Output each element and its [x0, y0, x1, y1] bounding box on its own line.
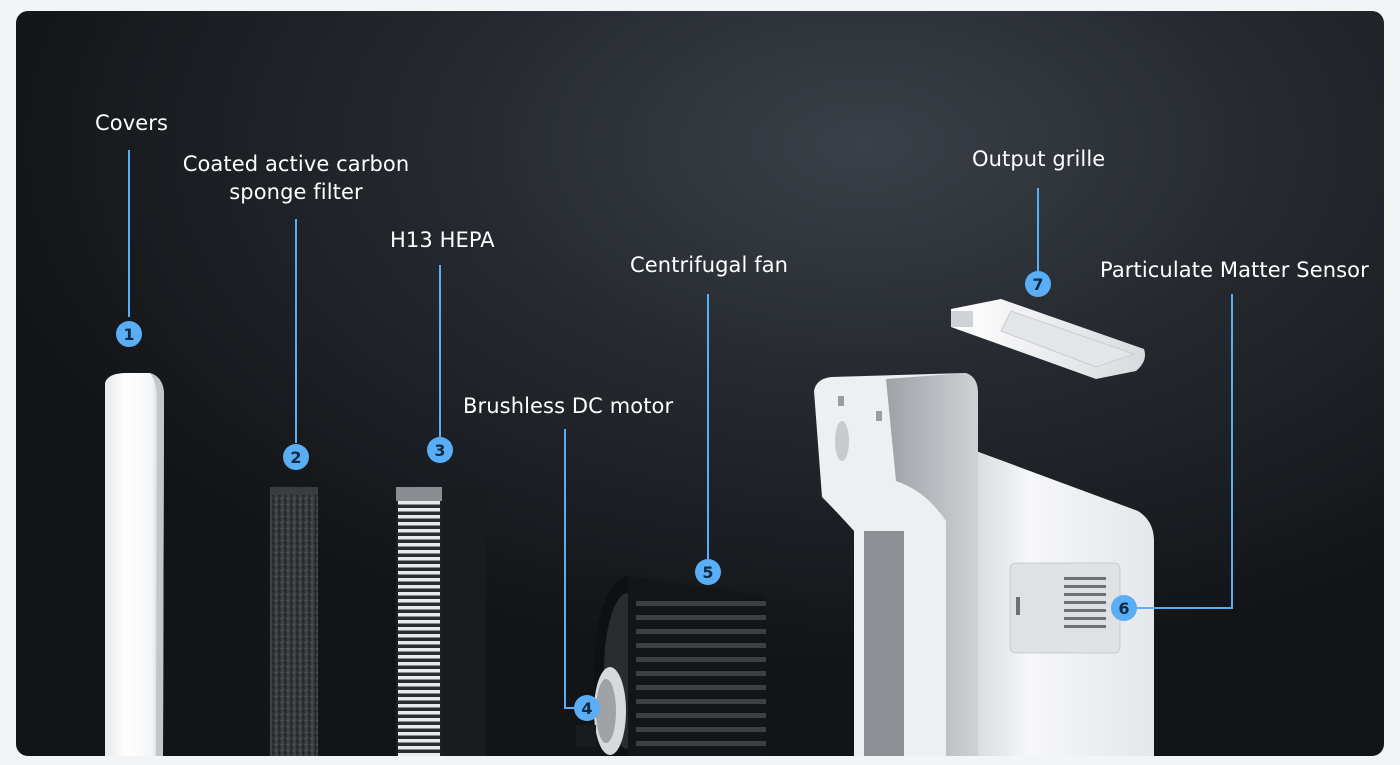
callout-line-6 — [1137, 294, 1233, 609]
badge-6: 6 — [1111, 595, 1137, 621]
callout-line-4 — [564, 429, 574, 709]
badge-1: 1 — [116, 321, 142, 347]
cover-panel — [105, 373, 164, 756]
badge-6-number: 6 — [1118, 599, 1129, 618]
label-carbon-line-2: sponge filter — [229, 180, 363, 204]
diagram-artwork: 1 2 3 4 5 6 7 — [105, 150, 1233, 756]
badge-3-number: 3 — [434, 441, 445, 460]
label-output-grille: Output grille — [972, 147, 1106, 171]
badge-2: 2 — [283, 444, 309, 470]
badge-1-number: 1 — [123, 325, 134, 344]
badge-5-number: 5 — [702, 563, 713, 582]
badge-2-number: 2 — [290, 448, 301, 467]
label-centrifugal-fan: Centrifugal fan — [630, 253, 789, 277]
fan-assembly — [576, 576, 766, 756]
label-hepa: H13 HEPA — [390, 228, 495, 252]
badge-4-number: 4 — [581, 699, 592, 718]
output-grille — [951, 299, 1145, 379]
purifier-body — [814, 373, 1154, 756]
badge-3: 3 — [427, 437, 453, 463]
callout-lines — [128, 150, 1233, 709]
label-brushless-dc-motor: Brushless DC motor — [463, 394, 674, 418]
badge-5: 5 — [695, 559, 721, 585]
label-particulate-matter-sensor: Particulate Matter Sensor — [1100, 258, 1369, 282]
badge-4: 4 — [574, 695, 600, 721]
badge-7: 7 — [1025, 271, 1051, 297]
label-carbon-line-1: Coated active carbon — [182, 152, 410, 176]
label-covers: Covers — [95, 111, 169, 135]
exploded-diagram: 1 2 3 4 5 6 7 Covers Coated active carbo — [16, 11, 1384, 756]
hepa-filter — [396, 487, 486, 756]
badge-7-number: 7 — [1032, 275, 1043, 294]
label-carbon-sponge-filter: Coated active carbon sponge filter — [176, 150, 416, 206]
carbon-sponge-filter — [270, 487, 318, 756]
